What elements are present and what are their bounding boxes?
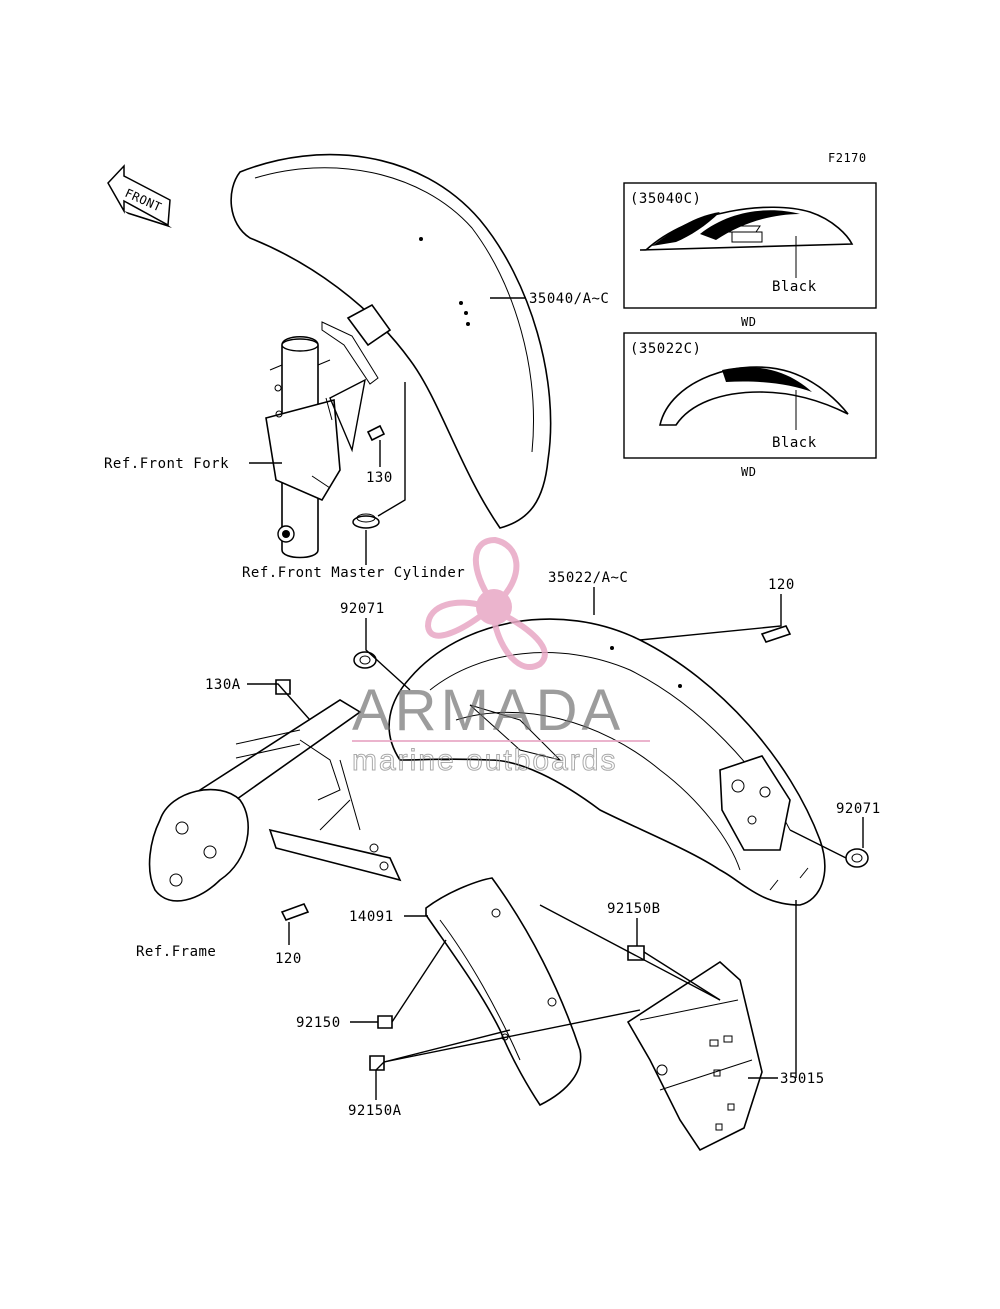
callout-35022: 35022/A~C bbox=[548, 570, 628, 586]
callout-130a: 130A bbox=[205, 677, 241, 693]
cylinder-clamp-icon bbox=[352, 513, 380, 529]
spacer-92071-left-icon bbox=[353, 651, 377, 669]
spacer-92071-right-icon bbox=[845, 848, 869, 868]
inset1-color: Black bbox=[772, 279, 817, 295]
callout-120-top: 120 bbox=[768, 577, 795, 593]
inset2-part: (35022C) bbox=[630, 341, 701, 357]
ref-frame: Ref.Frame bbox=[136, 944, 216, 960]
front-arrow-icon: FRONT bbox=[107, 164, 172, 228]
diagram-code: F2170 bbox=[828, 151, 867, 165]
callout-92071-left: 92071 bbox=[340, 601, 385, 617]
callout-35040: 35040/A~C bbox=[529, 291, 609, 307]
callout-14091: 14091 bbox=[349, 909, 394, 925]
callout-92150: 92150 bbox=[296, 1015, 341, 1031]
inset1-part: (35040C) bbox=[630, 191, 701, 207]
ref-master-cylinder: Ref.Front Master Cylinder bbox=[242, 565, 465, 581]
callout-130: 130 bbox=[366, 470, 393, 486]
fender-bracket-35015 bbox=[626, 960, 763, 1152]
inset2-note: WD bbox=[741, 465, 756, 479]
ref-front-fork: Ref.Front Fork bbox=[104, 456, 229, 472]
bolt-130-icon bbox=[366, 424, 386, 442]
propeller-logo-icon bbox=[424, 536, 548, 670]
bolt-92150-icon bbox=[377, 1015, 393, 1029]
inset1-note: WD bbox=[741, 315, 756, 329]
rear-fender bbox=[388, 618, 826, 906]
watermark-tagline: marine outboards bbox=[352, 744, 617, 777]
rear-frame bbox=[148, 699, 402, 902]
front-fork bbox=[265, 335, 341, 559]
inset-35040c: (35040C) Black WD bbox=[623, 182, 877, 329]
bolt-120-top-icon bbox=[760, 625, 792, 643]
bolt-130a-icon bbox=[275, 679, 291, 695]
callout-92150b: 92150B bbox=[607, 901, 661, 917]
watermark: ARMADA marine outboards bbox=[352, 536, 650, 778]
inset-35022c: (35022C) Black WD bbox=[623, 332, 877, 479]
callout-92071-right: 92071 bbox=[836, 801, 881, 817]
inset2-color: Black bbox=[772, 435, 817, 451]
callout-35015: 35015 bbox=[780, 1071, 825, 1087]
inner-fender-14091 bbox=[425, 877, 582, 1107]
callout-92150a: 92150A bbox=[348, 1103, 402, 1119]
bolt-92150a-icon bbox=[369, 1055, 385, 1071]
front-fender bbox=[230, 153, 552, 529]
leader-lines bbox=[247, 297, 864, 1100]
watermark-brand: ARMADA bbox=[352, 678, 624, 743]
bolt-120-bottom-icon bbox=[280, 903, 310, 921]
callout-120-bottom: 120 bbox=[275, 951, 302, 967]
